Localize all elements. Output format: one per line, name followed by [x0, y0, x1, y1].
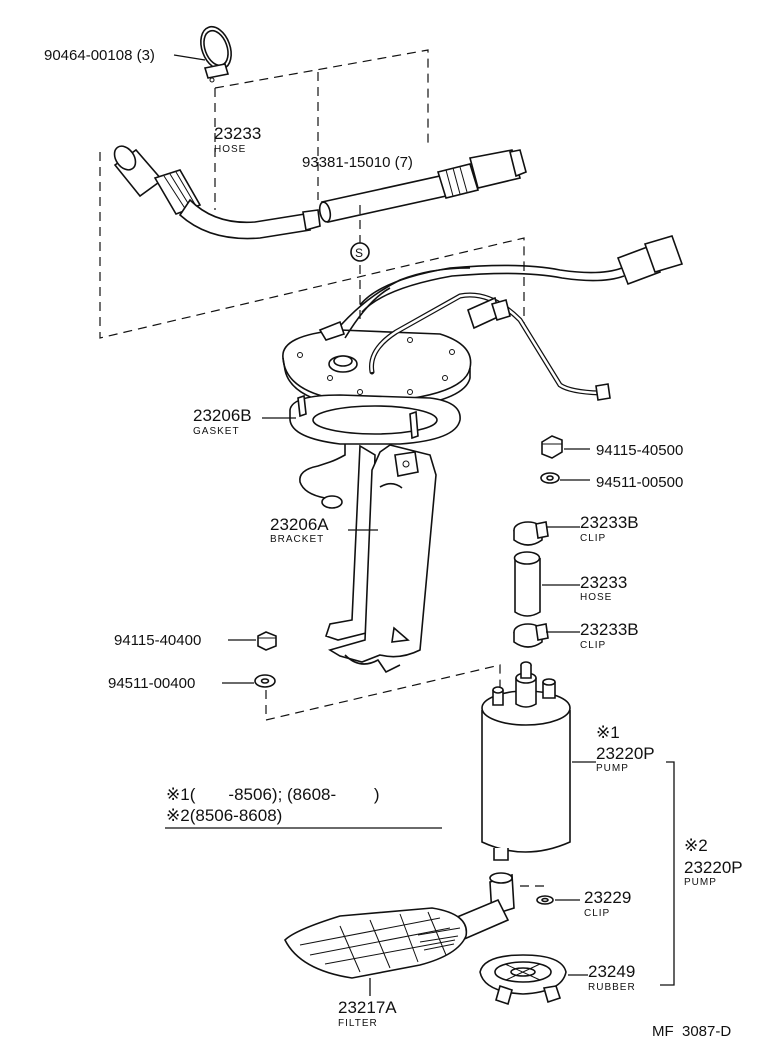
nut-40500-drawing	[541, 435, 563, 459]
label-pump1-mark: ※1	[596, 723, 620, 742]
label-clip-top-num: 23233B	[580, 513, 639, 532]
label-pump2-mark: ※2	[684, 836, 708, 855]
filter-drawing	[284, 872, 515, 979]
guide-mid	[99, 152, 525, 339]
label-filter-num: 23217A	[338, 998, 397, 1017]
label-hose-top-num: 23233	[214, 124, 261, 143]
clip-bottom-drawing	[513, 623, 549, 648]
label-filter-sub: FILTER	[338, 1018, 378, 1029]
label-pump2-sub: PUMP	[684, 877, 717, 888]
gasket-drawing	[289, 394, 461, 445]
label-bracket-num: 23206A	[270, 515, 329, 534]
label-rubber-sub: RUBBER	[588, 982, 636, 993]
label-ref: MF 3087-D	[652, 1023, 731, 1040]
label-pump2-num: 23220P	[684, 858, 743, 877]
label-94115-40500: 94115-40500	[596, 442, 683, 459]
washer-00500-drawing	[540, 472, 560, 484]
bracket-drawing	[299, 444, 437, 674]
clip-23229-drawing	[536, 895, 554, 905]
label-pump1-num: 23220P	[596, 744, 655, 763]
label-clip-bot-num: 23233B	[580, 620, 639, 639]
s-symbol: S	[350, 205, 370, 320]
label-clip-top-sub: CLIP	[580, 533, 606, 544]
label-note2: ※2(8506-8608)	[166, 806, 282, 825]
label-clip-bot-sub: CLIP	[580, 640, 606, 651]
label-pump1-sub: PUMP	[596, 763, 629, 774]
label-gasket-sub: GASKET	[193, 426, 240, 437]
label-93381: 93381-15010 (7)	[302, 154, 413, 171]
straight-hose-drawing	[318, 149, 527, 223]
label-23229-num: 23229	[584, 888, 631, 907]
pump2-bracket-line	[660, 761, 675, 986]
label-94115-40400: 94115-40400	[114, 632, 201, 649]
rubber-drawing	[479, 954, 567, 1006]
bracket-top-drawing	[282, 235, 684, 409]
washer-00400-drawing	[254, 674, 276, 688]
label-note1: ※1( -8506); (8608- )	[166, 785, 380, 804]
label-23229-sub: CLIP	[584, 908, 610, 919]
label-bracket-sub: BRACKET	[270, 534, 324, 545]
band-clamp-drawing	[200, 25, 232, 83]
label-90464: 90464-00108 (3)	[44, 47, 155, 64]
guide-lower	[265, 664, 501, 721]
label-gasket-num: 23206B	[193, 406, 252, 425]
pump-drawing	[481, 661, 571, 861]
guide-top	[214, 49, 429, 148]
leader-band-clamp	[173, 54, 206, 61]
s-symbol-text: S	[355, 246, 363, 260]
label-94511-00500: 94511-00500	[596, 474, 683, 491]
label-hose-mid-sub: HOSE	[580, 592, 612, 603]
clip-top-drawing	[513, 521, 549, 546]
nut-40400-drawing	[257, 631, 277, 651]
label-hose-mid-num: 23233	[580, 573, 627, 592]
upper-hose-drawing	[113, 145, 321, 240]
mid-hose-drawing	[513, 551, 541, 617]
label-94511-00400: 94511-00400	[108, 675, 195, 692]
label-hose-top-sub: HOSE	[214, 144, 246, 155]
label-rubber-num: 23249	[588, 962, 635, 981]
